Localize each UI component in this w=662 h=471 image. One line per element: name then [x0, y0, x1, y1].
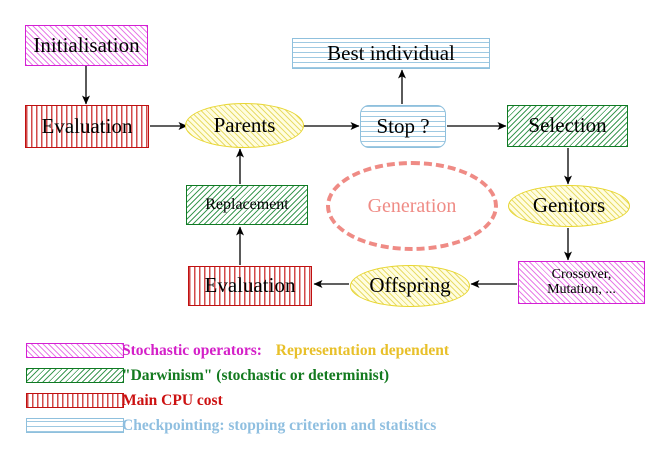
legend-text-primary: Stochastic operators: [122, 342, 262, 359]
node-operators-label-line2: Mutation, ... [547, 281, 616, 297]
node-evaluation-top-label: Evaluation [41, 113, 133, 138]
legend-text-primary: "Darwinism" (stochastic or determinist) [122, 367, 390, 384]
legend-row: Checkpointing: stopping criterion and st… [0, 413, 662, 438]
legend-text-primary: Checkpointing: stopping criterion and st… [122, 417, 437, 434]
legend-swatch-main-cpu-cost [26, 393, 124, 408]
legend-label-checkpointing: Checkpointing: stopping criterion and st… [122, 413, 436, 438]
legend-row: "Darwinism" (stochastic or determinist) [0, 363, 662, 388]
node-replacement[interactable]: Replacement [186, 185, 308, 225]
legend-swatch-checkpointing [26, 418, 124, 433]
node-offspring[interactable]: Offspring [350, 265, 470, 307]
generation-label: Generation [367, 194, 457, 217]
legend-swatch-darwinism [26, 368, 124, 383]
node-genitors-label: Genitors [532, 193, 606, 218]
generation-ring: Generation [326, 161, 498, 251]
node-parents[interactable]: Parents [185, 103, 304, 148]
node-offspring-label: Offspring [369, 273, 451, 298]
node-replacement-label: Replacement [205, 195, 289, 213]
node-evaluation-top[interactable]: Evaluation [25, 105, 149, 148]
node-best-individual[interactable]: Best individual [292, 38, 490, 69]
node-initialisation-label: Initialisation [33, 32, 140, 57]
legend-label-darwinism: "Darwinism" (stochastic or determinist) [122, 363, 389, 388]
node-operators[interactable]: Crossover, Mutation, ... [518, 261, 645, 304]
legend-row: Stochastic operators: Representation dep… [0, 338, 662, 363]
node-genitors[interactable]: Genitors [508, 185, 630, 227]
legend-label-stochastic-operators: Stochastic operators: Representation dep… [122, 338, 449, 363]
node-evaluation-bottom[interactable]: Evaluation [188, 266, 312, 306]
node-evaluation-bottom-label: Evaluation [204, 273, 296, 298]
legend-row: Main CPU cost [0, 388, 662, 413]
node-selection-label: Selection [528, 113, 607, 138]
legend-text-primary: Main CPU cost [122, 392, 223, 409]
node-stop-label: Stop ? [376, 113, 430, 138]
legend-label-main-cpu-cost: Main CPU cost [122, 388, 223, 413]
legend-swatch-stochastic-operators [26, 343, 124, 358]
node-best-individual-label: Best individual [327, 40, 455, 65]
node-selection[interactable]: Selection [507, 105, 628, 147]
node-stop[interactable]: Stop ? [360, 105, 446, 148]
legend: Stochastic operators: Representation dep… [0, 338, 662, 438]
node-initialisation[interactable]: Initialisation [25, 25, 148, 66]
legend-text-accent: Representation dependent [275, 342, 450, 359]
node-parents-label: Parents [213, 112, 276, 137]
node-operators-label-line1: Crossover, [551, 267, 612, 283]
